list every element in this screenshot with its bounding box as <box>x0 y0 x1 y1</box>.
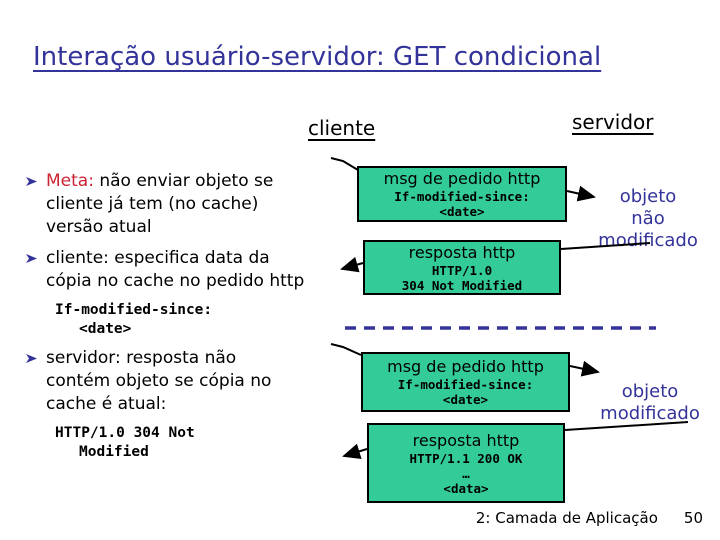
bullet-panel: Meta: não enviar objeto se cliente já te… <box>25 170 317 470</box>
bullet-body: cliente: especifica data da cópia no cac… <box>46 248 305 291</box>
bullet-text: cliente: especifica data da cópia no cac… <box>46 247 305 293</box>
bullet-text: servidor: resposta não contém objeto se … <box>46 347 305 416</box>
message-code-line: HTTP/1.1 200 OK <box>409 450 523 466</box>
arrow-response1-to-client <box>340 256 364 273</box>
page-title: Interação usuário-servidor: GET condicio… <box>33 42 602 72</box>
list-item: servidor: resposta não contém objeto se … <box>25 347 317 416</box>
code-line: HTTP/1.0 304 Not <box>55 425 195 441</box>
message-title: msg de pedido http <box>387 357 544 376</box>
message-title: msg de pedido http <box>383 169 541 188</box>
annotation-object-not-modified: objeto não modificado <box>596 186 700 252</box>
arrow-request2-to-server <box>569 360 600 377</box>
arrow-bullet-icon <box>26 177 37 186</box>
code-snippet-304: HTTP/1.0 304 Not Modified <box>55 424 317 462</box>
meta-label: Meta: <box>46 171 94 191</box>
annotation-line: não <box>631 208 665 229</box>
annotation-line: objeto <box>619 186 677 207</box>
message-code-line: If-modified-since: <box>397 377 534 392</box>
annotation-object-modified: objeto modificado <box>594 381 706 425</box>
code-line: Modified <box>79 444 149 460</box>
code-line: If-modified-since: <box>55 302 213 318</box>
message-code-line: 304 Not Modified <box>401 277 523 293</box>
message-box-response-1: resposta http HTTP/1.0 304 Not Modified <box>363 240 561 295</box>
message-box-response-2: resposta http HTTP/1.1 200 OK … <data> <box>367 423 565 503</box>
bullet-text: Meta: não enviar objeto se cliente já te… <box>46 170 305 239</box>
arrow-bullet-icon <box>26 354 37 363</box>
message-box-request-1: msg de pedido http If-modified-since: <d… <box>357 166 567 222</box>
arrow-client-to-request1 <box>330 157 359 171</box>
arrow-request1-to-server <box>566 185 596 202</box>
message-box-request-2: msg de pedido http If-modified-since: <d… <box>361 352 570 412</box>
footer-section-label: 2: Camada de Aplicação <box>475 509 658 527</box>
message-title: resposta http <box>412 430 520 450</box>
slide-footer: 2: Camada de Aplicação 50 <box>476 509 703 527</box>
server-column-label: servidor <box>572 110 654 134</box>
message-code-line: … <box>462 465 470 481</box>
page-number: 50 <box>683 509 703 527</box>
arrow-bullet-icon <box>26 254 37 263</box>
bullet-body: não enviar objeto se cliente já tem (no … <box>46 171 274 237</box>
arrow-response2-to-client <box>342 443 368 459</box>
list-item: Meta: não enviar objeto se cliente já te… <box>25 170 317 239</box>
list-item: cliente: especifica data da cópia no cac… <box>25 247 317 293</box>
annotation-line: objeto <box>621 381 679 402</box>
code-snippet-if-modified-since: If-modified-since: <date> <box>55 301 317 339</box>
code-line: <date> <box>79 321 132 337</box>
client-column-label: cliente <box>308 116 376 140</box>
message-code-line: If-modified-since: <box>394 189 530 204</box>
message-code-line: <data> <box>443 480 489 496</box>
annotation-line: modificado <box>598 230 698 251</box>
message-code-line: <date> <box>439 204 485 219</box>
bullet-body: servidor: resposta não contém objeto se … <box>46 348 272 414</box>
message-title: resposta http <box>408 242 516 262</box>
message-code-line: <date> <box>442 392 489 407</box>
arrow-client-to-request2 <box>330 343 362 356</box>
annotation-line: modificado <box>600 403 700 424</box>
message-code-line: HTTP/1.0 <box>431 262 493 278</box>
